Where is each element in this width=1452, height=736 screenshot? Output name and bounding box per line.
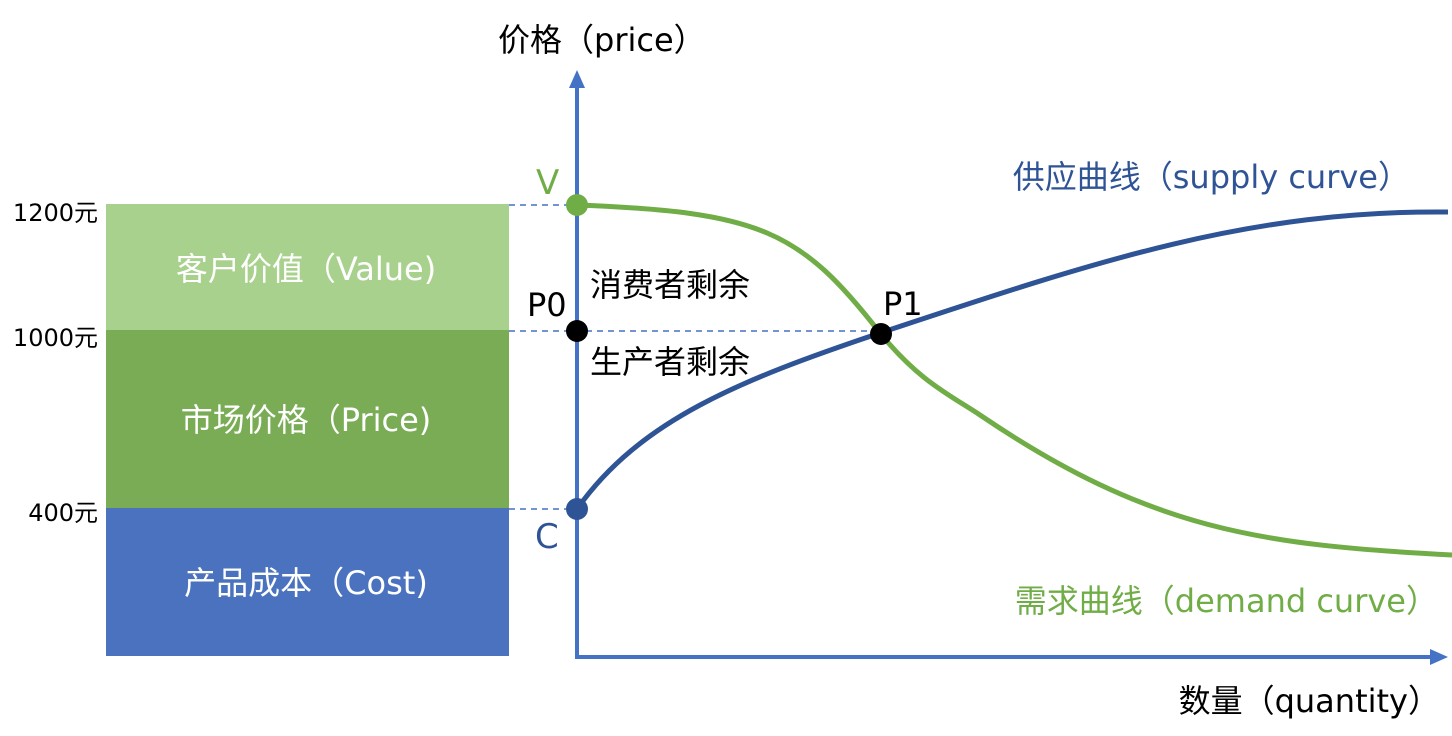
supply-curve-label: 供应曲线（supply curve） [1013,158,1410,196]
point-p0-label: P0 [527,286,567,324]
value-block-label: 客户价值（Value) [176,250,436,288]
price-tick-400: 400元 [28,499,98,527]
price-block-label: 市场价格（Price) [181,401,432,439]
point-v-marker [566,194,588,216]
demand-curve [576,202,1452,558]
point-c-label: C [535,517,559,557]
value-block [106,204,509,330]
price-tick-1000: 1000元 [13,324,98,352]
point-c-marker [566,498,588,520]
point-p1-marker [870,323,892,345]
x-axis-label: 数量（quantity） [1179,682,1440,720]
point-p1-label: P1 [883,285,923,323]
point-p0-marker [566,320,588,342]
y-axis-arrow [569,70,585,88]
price-block [106,330,509,508]
consumer-surplus-label: 消费者剩余 [590,266,750,304]
cost-block [106,508,509,656]
price-tick-1200: 1200元 [13,199,98,227]
cost-block-label: 产品成本（Cost) [184,564,428,602]
x-axis-arrow [1430,649,1448,665]
producer-surplus-label: 生产者剩余 [590,343,750,381]
supply-curve [574,209,1449,511]
y-axis-label: 价格（price） [498,21,706,59]
point-v-label: V [536,163,559,203]
demand-curve-label: 需求曲线（demand curve） [1015,582,1438,620]
